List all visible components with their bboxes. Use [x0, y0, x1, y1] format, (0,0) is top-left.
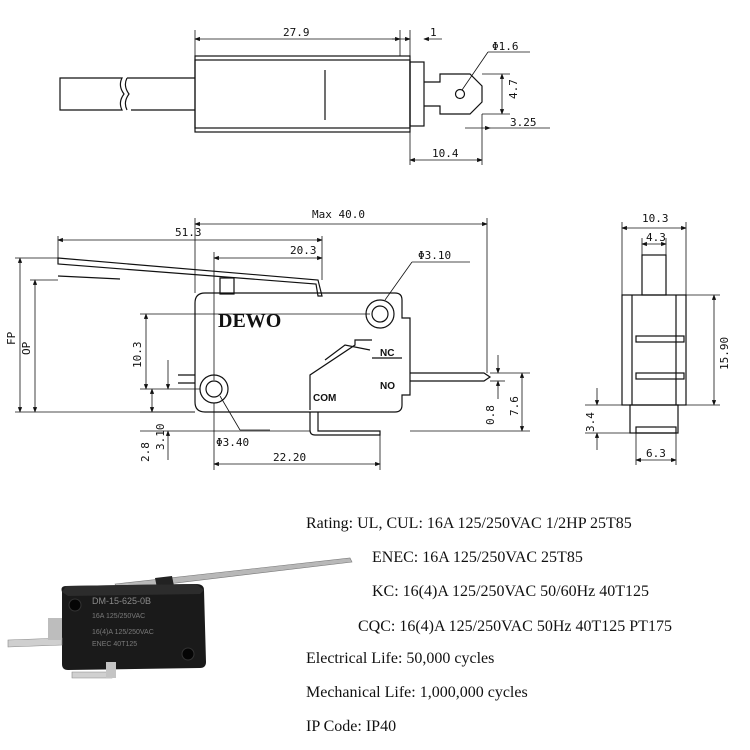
dim-fp: FP	[5, 331, 18, 345]
side-view	[57, 257, 492, 436]
terminal-no-label: NO	[380, 381, 395, 392]
product-photo: DM-15-625-0B 16A 125/250VAC 16(4)A 125/2…	[7, 557, 353, 679]
dim-7-6: 7.6	[508, 396, 521, 416]
dim-max-40: Max 40.0	[312, 208, 365, 221]
dim-op: OP	[20, 341, 33, 355]
dim-51-3: 51.3	[175, 226, 202, 239]
dim-3-10: 3.10	[154, 424, 167, 451]
side-view-dimensions	[15, 218, 530, 470]
end-dim-15-90: 15.90	[718, 337, 731, 370]
dim-27-9: 27.9	[283, 26, 310, 39]
dim-22-20: 22.20	[273, 451, 306, 464]
dim-1: 1	[430, 26, 437, 39]
photo-label-line2: 16A 125/250VAC	[92, 613, 145, 620]
end-dim-3-4: 3.4	[584, 412, 597, 432]
top-view	[59, 55, 483, 133]
end-view	[621, 254, 687, 434]
dim-phi-3-10: Φ3.10	[418, 249, 451, 262]
dim-3-25: 3.25	[510, 116, 537, 129]
end-dim-4-3: 4.3	[646, 231, 666, 244]
dim-phi-1-6: Φ1.6	[492, 40, 519, 53]
photo-label-line3: 16(4)A 125/250VAC	[92, 629, 154, 636]
end-dim-10-3: 10.3	[642, 212, 669, 225]
dim-phi-3-40: Φ3.40	[216, 436, 249, 449]
brand-logo: DEWO	[218, 310, 281, 332]
photo-label-line4: ENEC 40T125	[92, 641, 137, 648]
terminal-com-label: COM	[313, 393, 336, 404]
dim-4-7: 4.7	[507, 79, 520, 99]
end-view-dimensions	[585, 222, 720, 465]
dim-20-3: 20.3	[290, 244, 317, 257]
top-view-dimensions	[194, 30, 550, 165]
dim-0-8: 0.8	[484, 405, 497, 425]
dim-2-8: 2.8	[139, 442, 152, 462]
terminal-nc-label: NC	[380, 348, 394, 359]
photo-label-model: DM-15-625-0B	[92, 596, 151, 606]
dim-10-3: 10.3	[131, 342, 144, 369]
end-dim-6-3: 6.3	[646, 447, 666, 460]
dim-10-4: 10.4	[432, 147, 459, 160]
